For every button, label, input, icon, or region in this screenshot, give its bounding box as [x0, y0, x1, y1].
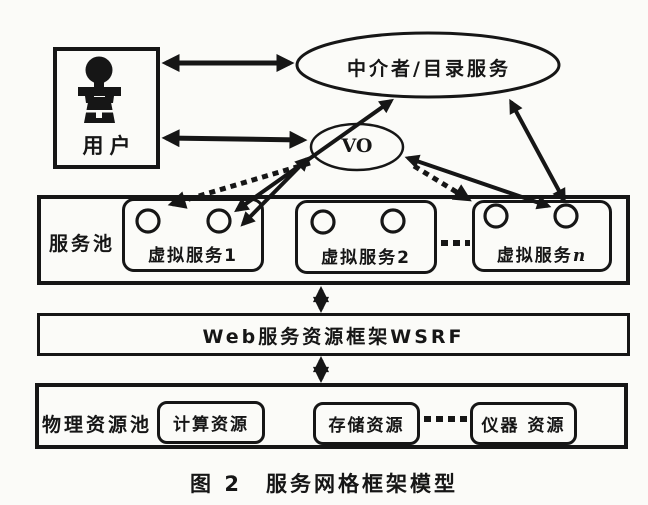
- arrow-user-vo: [161, 129, 308, 149]
- user-node-box: [53, 47, 160, 169]
- instrument-resource: 仪器 资源: [470, 402, 577, 445]
- physical-pool-label: 物理资源池: [42, 414, 153, 436]
- user-label: 用户: [82, 134, 137, 158]
- vo-label: VO: [341, 135, 373, 157]
- physical-pool-box: [35, 383, 628, 449]
- arrow-broker-vsn: [509, 98, 566, 204]
- virtual-service-1: 虚拟服务1: [122, 198, 264, 272]
- instrument-resource-box: [470, 402, 577, 445]
- service-pool-label: 服务池: [49, 233, 116, 255]
- wsrf-layer-box: [37, 313, 630, 356]
- storage-resource-box: [313, 402, 420, 445]
- virtual-service-n: 虚拟服务n: [472, 200, 612, 272]
- storage-resource: 存储资源: [313, 402, 420, 445]
- figure-caption: 图 2 服务网格框架模型: [190, 472, 458, 496]
- instrument-resource-label: 仪器 资源: [481, 416, 566, 436]
- broker-directory-label: 中介者/目录服务: [347, 58, 511, 80]
- virtual-service-1-label: 虚拟服务1: [148, 246, 238, 266]
- virtual-service-n-label: 虚拟服务n: [496, 246, 588, 266]
- wsrf-label: Web服务资源框架WSRF: [202, 326, 465, 348]
- virtual-service-2: 虚拟服务2: [295, 200, 437, 274]
- compute-resource: 计算资源: [157, 401, 265, 444]
- compute-resource-box: [157, 401, 265, 444]
- storage-resource-label: 存储资源: [328, 416, 405, 436]
- compute-resource-label: 计算资源: [173, 415, 249, 435]
- virtual-service-2-label: 虚拟服务2: [321, 248, 411, 268]
